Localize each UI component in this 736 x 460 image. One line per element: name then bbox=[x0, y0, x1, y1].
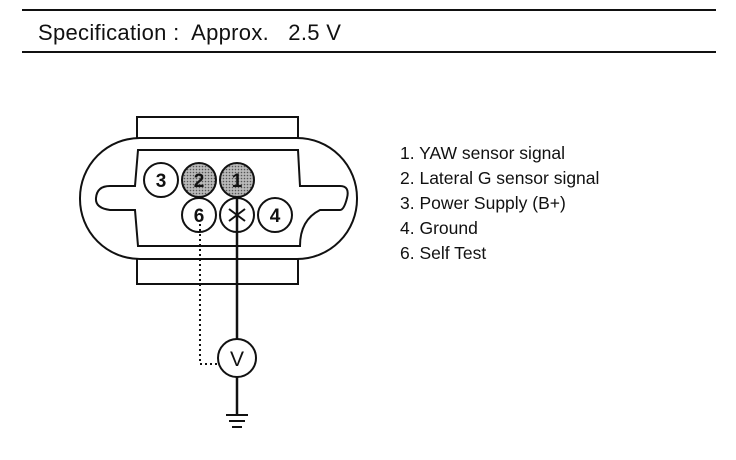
pin-3: 3 bbox=[143, 162, 179, 198]
pin-2-label: 2 bbox=[194, 171, 205, 192]
spec-value: 2.5 bbox=[288, 20, 320, 45]
legend-item: 1. YAW sensor signal bbox=[400, 143, 566, 163]
legend-item: 4. Ground bbox=[400, 218, 478, 238]
pin-6-label: 6 bbox=[194, 206, 205, 227]
specification-text: Specification : Approx. 2.5 V bbox=[38, 20, 341, 46]
pin-2: 2 bbox=[181, 162, 217, 198]
spec-unit: V bbox=[326, 20, 342, 45]
pin-4-label: 4 bbox=[270, 206, 281, 227]
ground-symbol bbox=[226, 414, 248, 428]
voltmeter-symbol: V bbox=[230, 348, 244, 371]
pin-legend: 1. YAW sensor signal 2. Lateral G sensor… bbox=[400, 141, 599, 266]
connector-bottom-tab bbox=[136, 257, 299, 285]
legend-item: 3. Power Supply (B+) bbox=[400, 193, 566, 213]
probe-wire-dotted bbox=[199, 224, 218, 365]
connector-inner-cavity bbox=[94, 149, 349, 247]
pin-4: 4 bbox=[257, 197, 293, 233]
specification-bar: Specification : Approx. 2.5 V bbox=[22, 9, 716, 53]
pin-6: 6 bbox=[181, 197, 217, 233]
connector-top-tab bbox=[136, 116, 299, 140]
spec-label: Specification bbox=[38, 20, 167, 45]
pin-3-label: 3 bbox=[156, 171, 167, 192]
legend-item: 2. Lateral G sensor signal bbox=[400, 168, 600, 188]
spec-colon: : bbox=[173, 20, 180, 45]
pin-1: 1 bbox=[219, 162, 255, 198]
legend-item: 6. Self Test bbox=[400, 243, 487, 263]
voltmeter: V bbox=[217, 338, 257, 378]
spec-prefix: Approx. bbox=[191, 20, 270, 45]
pin-1-label: 1 bbox=[232, 171, 243, 192]
connector-outer-shell bbox=[79, 137, 358, 260]
connector-housing bbox=[79, 116, 358, 285]
